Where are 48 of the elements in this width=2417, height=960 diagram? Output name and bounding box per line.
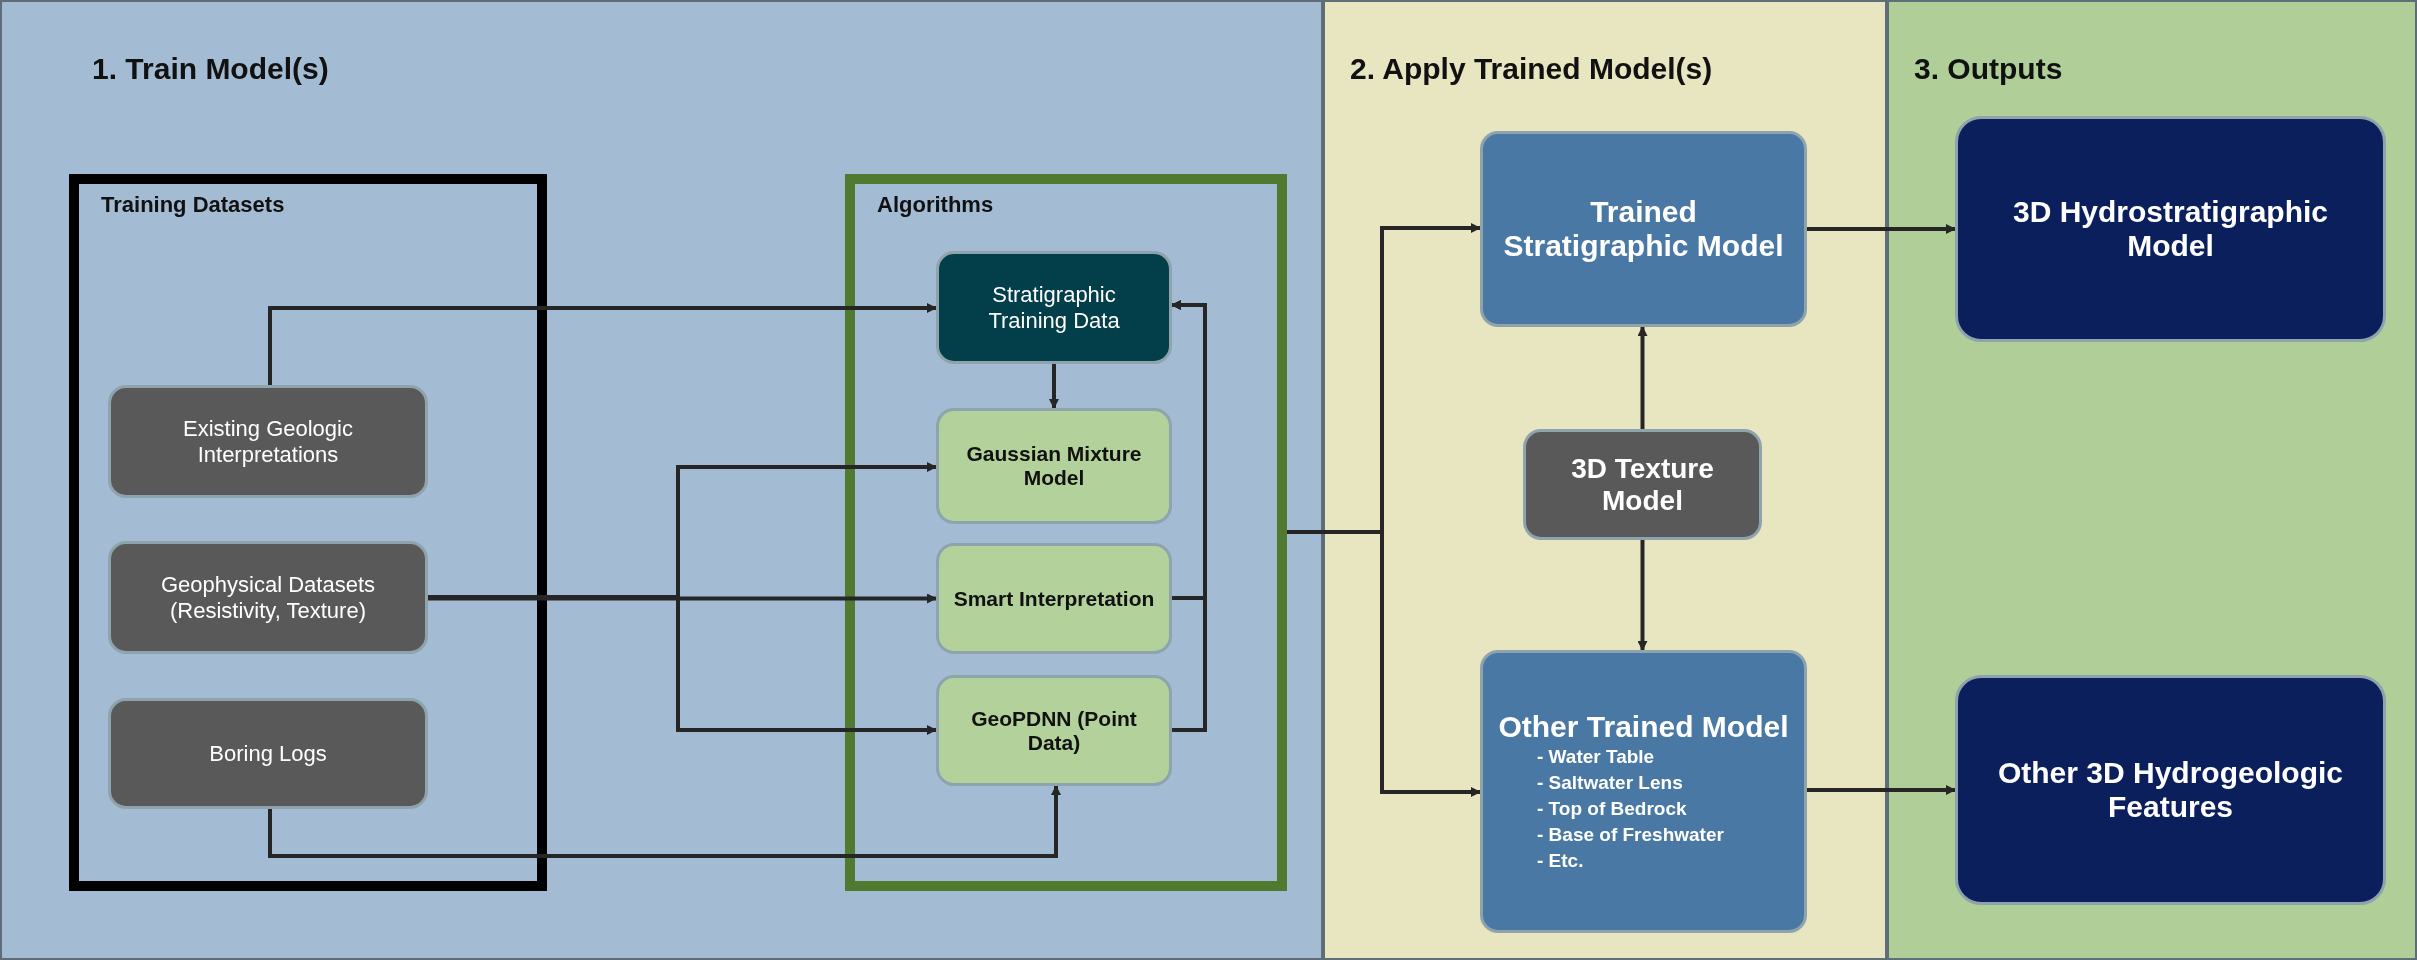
process-box <box>936 675 1172 786</box>
panel-title: 3. Outputs <box>1914 52 2063 86</box>
box-label: GeoPDNN (Point Data) <box>970 706 1138 755</box>
box-label: Stratigraphic Training Data <box>987 281 1121 334</box>
panel <box>1887 0 2417 960</box>
list-item: - Base of Freshwater <box>1537 822 1724 847</box>
box-label: 3D Texture Model <box>1570 452 1715 517</box>
arrow <box>1171 300 1207 732</box>
arrow <box>268 785 1061 858</box>
list-item: - Top of Bedrock <box>1537 796 1687 821</box>
group-frame <box>845 174 1287 891</box>
box-label: Existing Geologic Interpretations <box>182 415 354 468</box>
box-label: 3D Hydrostratigraphic Model <box>2011 195 2330 263</box>
arrow <box>1049 364 1059 409</box>
box-label: Geophysical Datasets (Resistivity, Texture) <box>160 571 376 624</box>
process-box <box>1480 650 1807 933</box>
box-label: Other Trained Model <box>1498 709 1789 744</box>
box-label: Trained Stratigraphic Model <box>1502 195 1785 263</box>
arrow <box>1807 785 1956 795</box>
process-box <box>936 408 1172 524</box>
group-title: Training Datasets <box>101 192 285 218</box>
group-frame <box>69 174 547 891</box>
list-item: - Saltwater Lens <box>1537 770 1683 795</box>
data-box <box>936 251 1172 364</box>
process-box <box>1480 131 1807 327</box>
box-label: Boring Logs <box>209 740 327 767</box>
panel <box>0 0 1323 960</box>
panel-title: 1. Train Model(s) <box>92 52 329 86</box>
arrow <box>428 593 937 604</box>
box-label: Gaussian Mixture Model <box>965 442 1143 490</box>
list-item: - Water Table <box>1537 744 1655 769</box>
box-label: Other 3D Hydrogeologic Features <box>1996 756 2344 824</box>
process-box <box>108 698 428 809</box>
arrow <box>268 303 937 385</box>
panel <box>1323 0 1887 960</box>
panel-title: 2. Apply Trained Model(s) <box>1350 52 1713 86</box>
process-box <box>936 543 1172 654</box>
process-box <box>108 541 428 654</box>
list-item: - Etc. <box>1537 848 1584 873</box>
process-box <box>108 385 428 498</box>
output-box <box>1955 116 2386 342</box>
box-label: Smart Interpretation <box>953 586 1155 611</box>
arrow <box>1637 326 1648 429</box>
group-title: Algorithms <box>877 192 994 218</box>
process-box <box>1523 429 1762 540</box>
arrow <box>1637 540 1648 651</box>
output-box <box>1955 675 2386 905</box>
arrow <box>1807 224 1956 234</box>
